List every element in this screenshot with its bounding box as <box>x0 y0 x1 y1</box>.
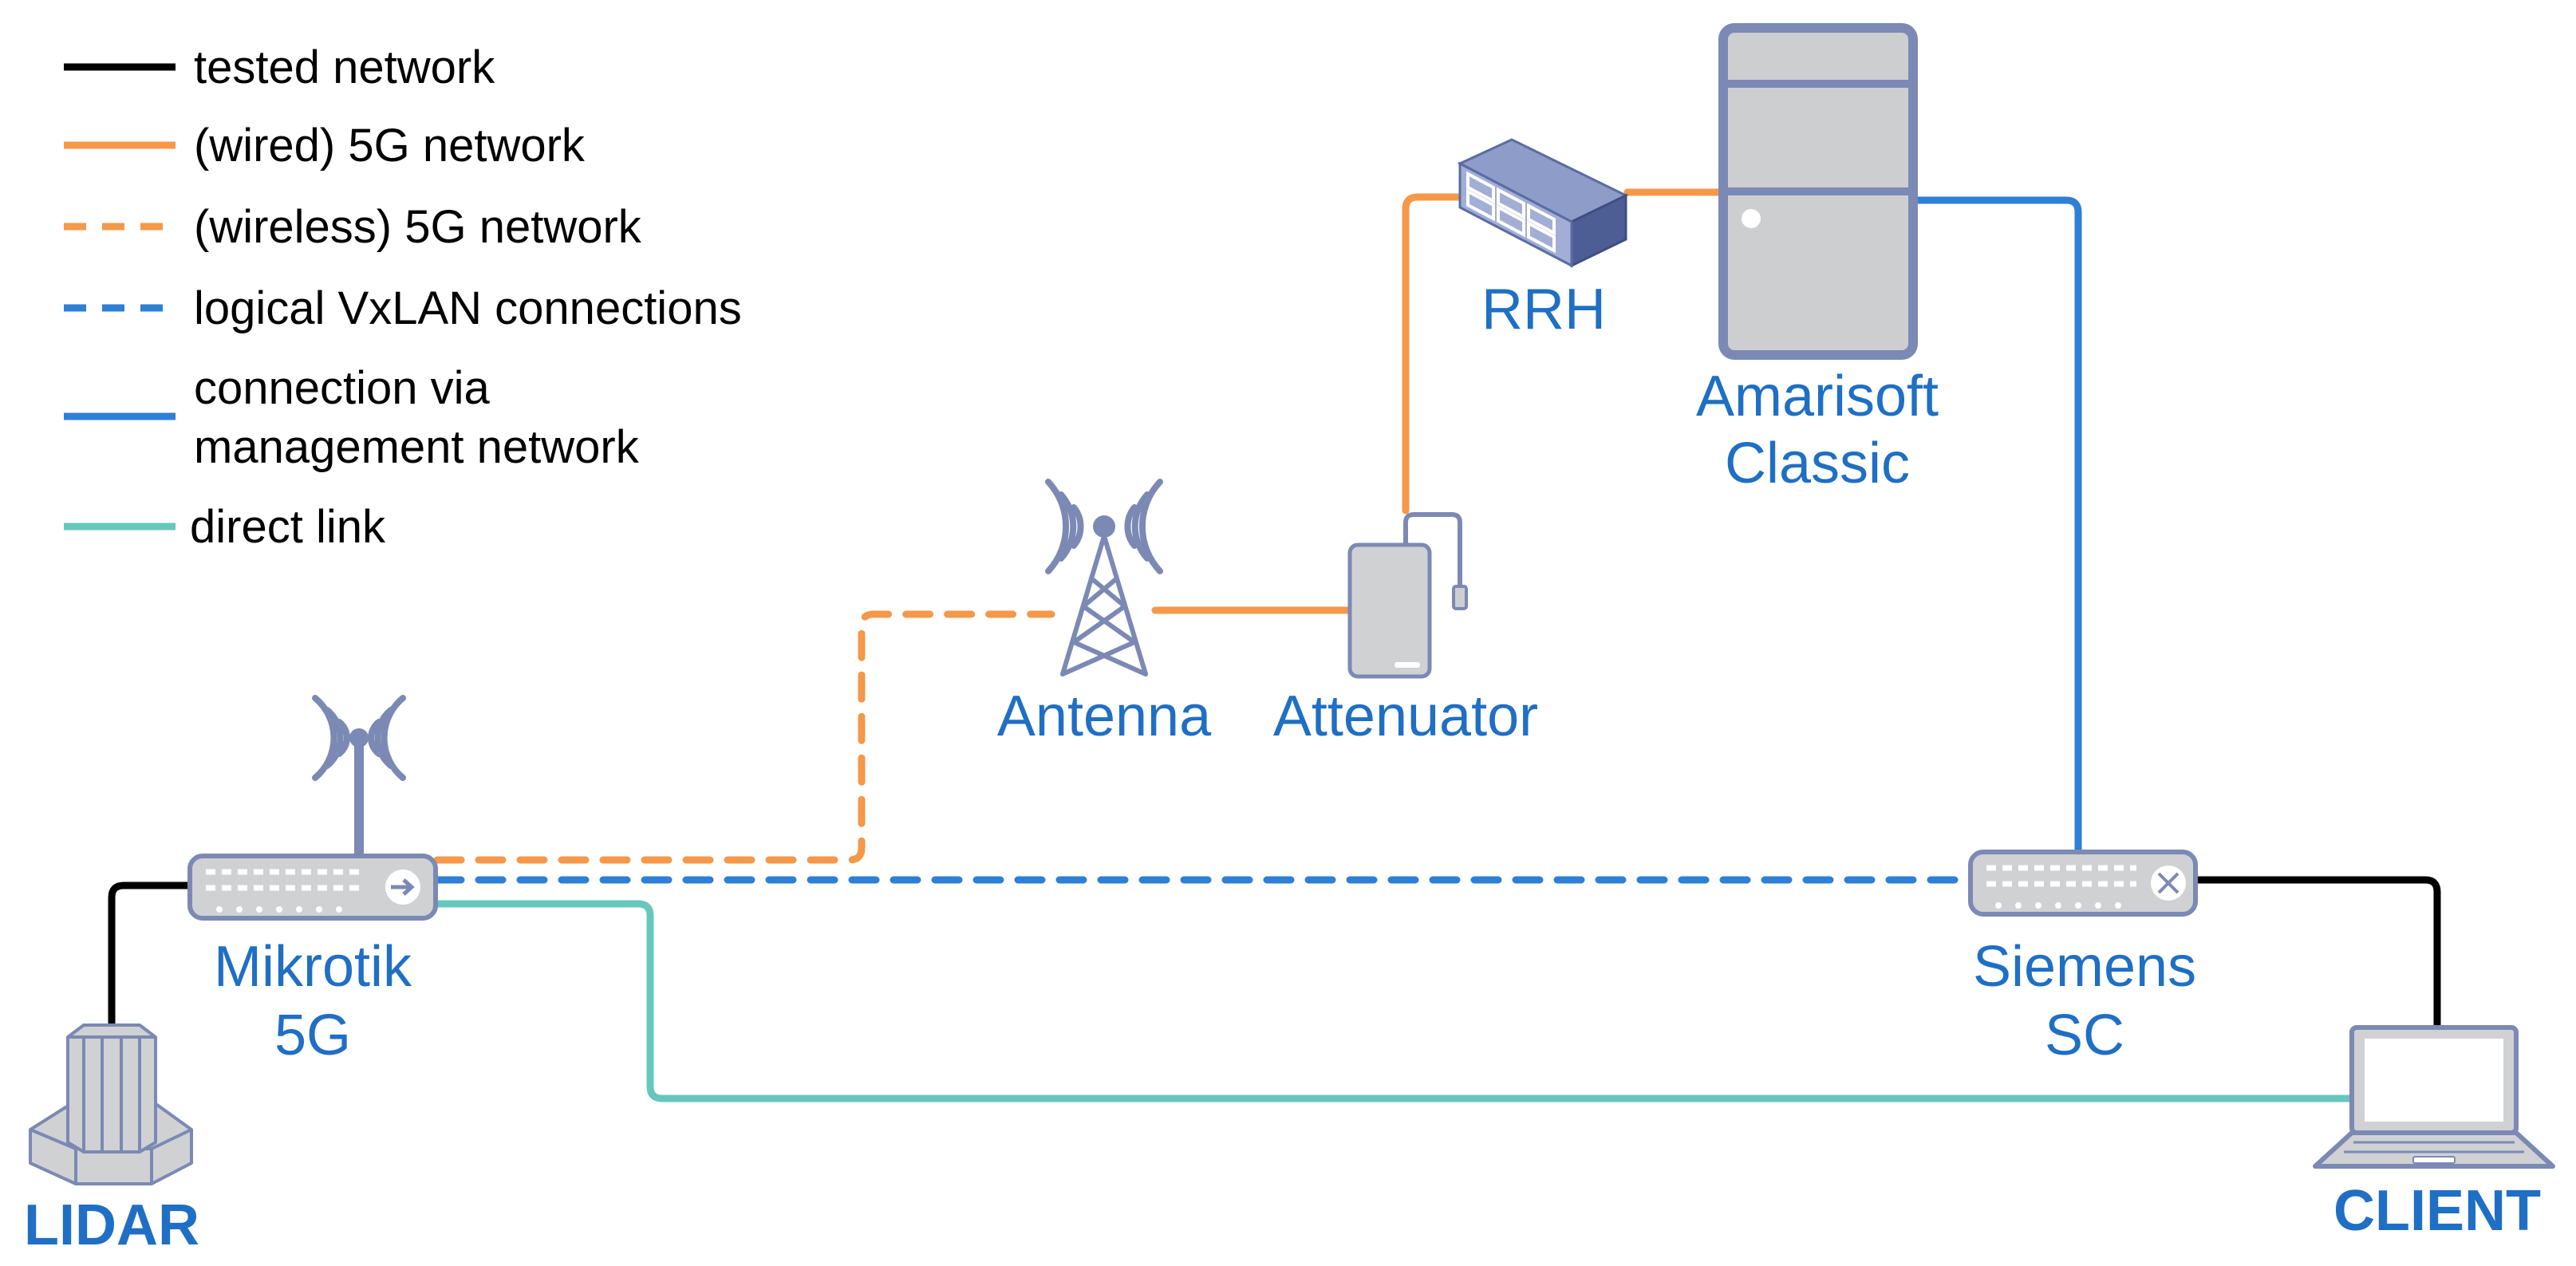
amarisoft-server-icon <box>1718 23 1918 360</box>
client-laptop-icon <box>2313 1025 2555 1169</box>
legend: tested network (wired) 5G network (wirel… <box>64 41 742 553</box>
client-label: CLIENT <box>2333 1179 2541 1243</box>
siemens-switch-icon <box>1968 850 2198 917</box>
legend-label-wired-5g: (wired) 5G network <box>194 120 586 172</box>
legend-label-management-1: connection via <box>194 362 491 414</box>
mikrotik-router-icon <box>187 695 438 921</box>
antenna-label: Antenna <box>997 684 1212 748</box>
attenuator-label: Attenuator <box>1273 684 1538 748</box>
siemens-label-2: SC <box>2045 1004 2124 1067</box>
rrh-icon <box>1457 138 1629 268</box>
rrh-label: RRH <box>1481 278 1606 341</box>
wired-5g-rrh-line <box>1402 193 1468 515</box>
legend-label-management-2: management network <box>194 421 640 473</box>
wireless-5g-line <box>433 610 1055 864</box>
management-line <box>1911 196 2082 856</box>
connections <box>108 188 2441 1102</box>
amarisoft-label-2: Classic <box>1725 432 1910 495</box>
legend-label-tested: tested network <box>194 41 495 93</box>
siemens-label-1: Siemens <box>1973 935 2196 999</box>
amarisoft-label-1: Amarisoft <box>1696 365 1939 428</box>
legend-label-direct: direct link <box>190 501 386 553</box>
direct-link-line <box>431 900 2377 1102</box>
legend-label-vxlan: logical VxLAN connections <box>194 282 742 334</box>
antenna-tower-icon <box>1045 479 1163 676</box>
tested-line-client <box>2194 876 2441 1033</box>
lidar-label: LIDAR <box>24 1193 199 1257</box>
tested-line-lidar <box>108 881 195 1031</box>
lidar-icon <box>29 1023 193 1185</box>
mikrotik-label-1: Mikrotik <box>214 935 412 999</box>
mikrotik-label-2: 5G <box>274 1004 351 1067</box>
legend-label-wireless-5g: (wireless) 5G network <box>194 201 642 253</box>
attenuator-icon <box>1347 512 1468 679</box>
